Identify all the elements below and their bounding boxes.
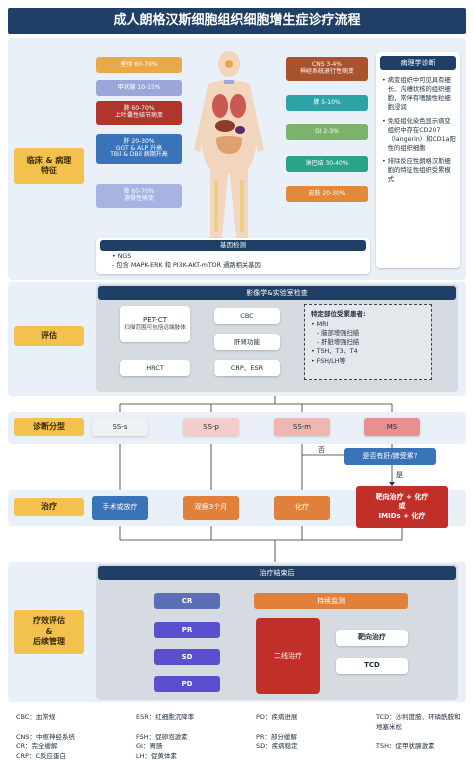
list-item: • NGS <box>112 253 132 260</box>
organ-lung: 肺 60-70% 上叶囊性结节病变 <box>96 101 182 125</box>
abbreviation-legend: CBC：血常规 ESR：红细胞沉降率 PD：疾病进展 TCD：沙利度胺、环磷酰胺… <box>16 713 466 760</box>
liver-spleen-question: 是否有肝/脾受累? <box>344 448 436 465</box>
tx-observe: 观察3个月 <box>183 496 239 520</box>
organ-liver: 肝 20-30% GGT & ALP 升高 TBil & DBil 病期升高 <box>96 134 182 164</box>
answer-no: 否 <box>318 446 325 454</box>
tx-chemo: 化疗 <box>274 496 330 520</box>
crp-esr-box: CRP、ESR <box>214 360 280 376</box>
list-item: - 脑部增强扫描 <box>317 330 360 338</box>
second-line-box: 二线治疗 <box>256 618 320 694</box>
stage-label-clinical: 临床 & 病理 特征 <box>14 148 84 184</box>
dx-ss-p: SS-p <box>183 418 239 436</box>
special-site-title: 特定部位受累患者: <box>311 310 366 318</box>
list-item: •排除反应性朗格汉斯细胞的特征性组织受累模式 <box>382 158 451 184</box>
gene-list: • NGS - 包含 MAPK-ERK 和 PI3K-AKT-mTOR 通路相关… <box>112 252 362 270</box>
resp-pr: PR <box>154 622 220 638</box>
list-item: - 肝脏增强扫描 <box>317 339 360 347</box>
list-item: • MRI <box>311 321 329 328</box>
stage-label-diagnosis: 诊断分型 <box>14 418 84 436</box>
monitor-box: 持续监测 <box>254 593 408 609</box>
stage-label-assessment: 评估 <box>14 326 84 346</box>
legend-row: CRP：C反应蛋白 LH：促黄体素 <box>16 752 178 760</box>
pathology-list: •病变组织中可见具有细长、沟槽状核的组织细胞，常伴有嗜酸性粒细胞浸润 •免疫组化… <box>382 76 456 184</box>
list-item: •病变组织中可见具有细长、沟槽状核的组织细胞，常伴有嗜酸性粒细胞浸润 <box>382 77 451 112</box>
organ-lymph-node: 淋巴结 30-40% <box>286 156 368 172</box>
list-item: • FSH/LH等 <box>311 357 346 365</box>
hrct-box: HRCT <box>120 360 190 376</box>
pathology-title: 病理学诊断 <box>380 56 456 70</box>
special-site-panel: 特定部位受累患者: • MRI - 脑部增强扫描 - 肝脏增强扫描 • TSH、… <box>304 304 432 380</box>
legend-row: CBC：血常规 ESR：红细胞沉降率 PD：疾病进展 TCD：沙利度胺、环磷酰胺… <box>16 713 461 731</box>
legend-row: CR：完全缓解 GI：胃肠 SD：疾病稳定 TSH：促甲状腺激素 <box>16 742 435 751</box>
tx-targeted-imids: 靶向治疗 + 化疗 或 IMIDs + 化疗 <box>356 486 448 528</box>
legend-row: CNS：中枢神经系统 FSH：促卵泡激素 PR：部分缓解 <box>16 732 297 741</box>
imaging-title: 影像学&实验室检查 <box>98 286 456 300</box>
answer-yes: 是 <box>396 471 403 479</box>
targeted-therapy-box: 靶向治疗 <box>336 630 408 646</box>
organ-skin: 皮肤 20-30% <box>286 186 368 202</box>
gene-title: 基因检测 <box>100 240 366 251</box>
list-item: •免疫组化染色显示病变组织中存在CD207（langerin）和CD1a阳性的组… <box>382 117 456 152</box>
petct-box: PET-CT 扫描范围可包括远端肢体 <box>120 306 190 342</box>
organ-pituitary: 垂体 60-70% <box>96 57 182 73</box>
organ-cns: CNS 3-4% 神经系统退行性病变 <box>286 57 368 81</box>
dx-ms: MS <box>364 418 420 436</box>
dx-ss-m: SS-m <box>274 418 330 436</box>
tcd-box: TCD <box>336 658 408 674</box>
stage-label-treatment: 治疗 <box>14 498 84 516</box>
dx-ss-s: SS-s <box>92 418 148 436</box>
pathology-panel <box>376 52 460 268</box>
stage-label-evaluation: 疗效评估 & 后续管理 <box>14 610 84 654</box>
resp-sd: SD <box>154 649 220 665</box>
organ-bone: 骨 60-70% 溶骨性病变 <box>96 184 182 208</box>
liver-kidney-box: 肝肾功能 <box>214 334 280 350</box>
resp-cr: CR <box>154 593 220 609</box>
tx-surgery-radiation: 手术或放疗 <box>92 496 148 520</box>
organ-gi: GI 2-3% <box>286 124 368 140</box>
resp-pd: PD <box>154 676 220 692</box>
organ-thyroid: 甲状腺 10-15% <box>96 80 182 96</box>
list-item: • TSH、T3、T4 <box>311 348 358 356</box>
cbc-box: CBC <box>214 308 280 324</box>
list-item: - 包含 MAPK-ERK 和 PI3K-AKT-mTOR 通路相关基因 <box>112 262 261 270</box>
page-title: 成人朗格汉斯细胞组织细胞增生症诊疗流程 <box>8 8 466 34</box>
body-illustration <box>194 51 264 238</box>
end-treatment-title: 治疗结束后 <box>98 566 456 580</box>
organ-spleen: 脾 5-10% <box>286 95 368 111</box>
